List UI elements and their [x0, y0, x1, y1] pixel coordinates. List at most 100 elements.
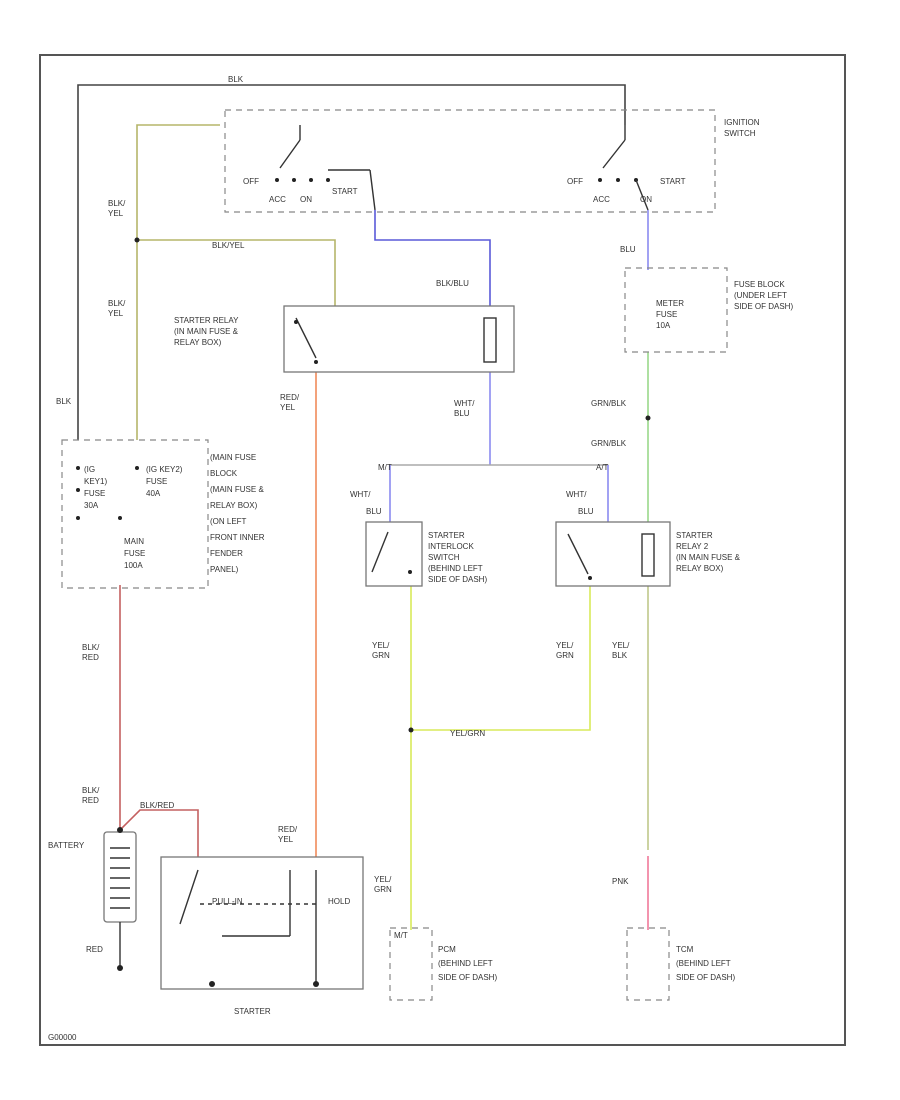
fuse-c-2: FUSE	[124, 549, 145, 558]
label-wire-blk-blu: BLK/BLU	[436, 279, 469, 288]
ignition-switch-box	[224, 109, 716, 213]
label-wire-wht-blu-r-b: BLU	[578, 507, 594, 516]
ignition-left-switch	[275, 125, 376, 211]
tcm-title-2: (BEHIND LEFT	[676, 959, 731, 968]
fuse-dot-2	[76, 488, 80, 492]
label-wire-wht-blu-l-a: WHT/	[350, 490, 371, 499]
battery-label: BATTERY	[48, 841, 85, 850]
footer-code: G00000	[48, 1033, 77, 1042]
fuse-block-title-3: SIDE OF DASH)	[734, 302, 793, 311]
label-wire-blk-red-1b: RED	[82, 653, 99, 662]
interlock-switch-box	[365, 521, 423, 587]
fuse-block-title-1: FUSE BLOCK	[734, 280, 785, 289]
label-wire-blk-red-1a: BLK/	[82, 643, 100, 652]
interlock-title-5: SIDE OF DASH)	[428, 575, 487, 584]
wire-blk-red-h	[119, 809, 199, 858]
fuse-dot-1	[76, 466, 80, 470]
meter-fuse-3: 10A	[656, 321, 671, 330]
wire-yel-grn-right	[411, 585, 591, 731]
ign-l-acc: ACC	[269, 195, 286, 204]
junction-grn-blk	[645, 415, 651, 421]
ign-r-on: ON	[640, 195, 652, 204]
ign-r-start: START	[660, 177, 686, 186]
fuse-dot-5	[135, 466, 139, 470]
fuse-block-title-2: (UNDER LEFT	[734, 291, 787, 300]
main-fuse-title-2: BLOCK	[210, 469, 238, 478]
pull-in-label: PULL-IN	[212, 897, 243, 906]
label-wire-yel-grn-h: YEL/GRN	[450, 729, 485, 738]
ign-l-off: OFF	[243, 177, 259, 186]
pcm-title-2: (BEHIND LEFT	[438, 959, 493, 968]
wire-blk-blu	[374, 210, 491, 310]
label-wire-wht-blu-l-b: BLU	[366, 507, 382, 516]
main-fuse-title-6: FRONT INNER	[210, 533, 265, 542]
label-wire-red-yel-2a: RED/	[278, 825, 298, 834]
pcm-box	[389, 927, 433, 1001]
starter-relay-box	[283, 305, 515, 373]
diagram-frame	[39, 54, 846, 1046]
wire-blk-yel-top	[136, 124, 220, 440]
label-wire-yel-grn-2a: YEL/	[556, 641, 574, 650]
label-wire-blk-yel-2b: YEL	[108, 309, 124, 318]
label-wire-blk-yel-h: BLK/YEL	[212, 241, 245, 250]
interlock-title-4: (BEHIND LEFT	[428, 564, 483, 573]
pcm-title-3: SIDE OF DASH)	[438, 973, 497, 982]
tcm-title-1: TCM	[676, 945, 694, 954]
relay2-title-1: STARTER	[676, 531, 713, 540]
main-fuse-block-box	[61, 439, 209, 589]
fuse-a-2: KEY1)	[84, 477, 107, 486]
hold-label: HOLD	[328, 897, 350, 906]
fuse-dot-3	[76, 516, 80, 520]
junction-blk-yel	[134, 237, 140, 243]
label-wire-blk-left: BLK	[56, 397, 72, 406]
label-wire-blk-red-2a: BLK/	[82, 786, 100, 795]
starter-relay-contacts	[294, 317, 497, 364]
relay2-title-4: RELAY BOX)	[676, 564, 724, 573]
label-wire-blu: BLU	[620, 245, 636, 254]
ignition-right-switch	[598, 125, 649, 211]
label-wire-wht-blu-r-a: WHT/	[566, 490, 587, 499]
starter-relay-title-3: RELAY BOX)	[174, 338, 222, 347]
label-wire-blk-red-h: BLK/RED	[140, 801, 174, 810]
label-wire-wht-blu-b: BLU	[454, 409, 470, 418]
tcm-box	[626, 927, 670, 1001]
label-wire-yel-blk-b: BLK	[612, 651, 628, 660]
ignition-title-2: SWITCH	[724, 129, 756, 138]
fuse-b-3: 40A	[146, 489, 161, 498]
fuse-block-box	[624, 267, 728, 353]
label-wire-at: A/T	[596, 463, 609, 472]
main-fuse-title-8: PANEL)	[210, 565, 239, 574]
label-wire-red-ground: RED	[86, 945, 103, 954]
fuse-a-1: (IG	[84, 465, 95, 474]
fuse-dot-4	[118, 516, 122, 520]
label-wire-red-yel-2b: YEL	[278, 835, 294, 844]
wire-blk-top	[77, 84, 626, 440]
label-wire-yel-grn-1b: GRN	[372, 651, 390, 660]
label-wire-red-yel-b: YEL	[280, 403, 296, 412]
wire-blk-yel-relay	[137, 239, 336, 310]
label-wire-blk-yel-2a: BLK/	[108, 299, 126, 308]
tcm-title-3: SIDE OF DASH)	[676, 973, 735, 982]
pcm-title-1: PCM	[438, 945, 456, 954]
starter-relay-title-2: (IN MAIN FUSE &	[174, 327, 239, 336]
label-wire-wht-blu-a: WHT/	[454, 399, 475, 408]
ignition-title-1: IGNITION	[724, 118, 760, 127]
ign-l-on: ON	[300, 195, 312, 204]
fuse-c-3: 100A	[124, 561, 143, 570]
label-wire-yel-grn-2b: GRN	[556, 651, 574, 660]
label-wire-blk-top: BLK	[228, 75, 244, 84]
fuse-b-1: (IG KEY2)	[146, 465, 183, 474]
starter-box	[160, 856, 364, 990]
interlock-switch-contacts	[371, 531, 412, 574]
label-wire-grn-blk-1: GRN/BLK	[591, 399, 627, 408]
meter-fuse-1: METER	[656, 299, 684, 308]
relay2-title-2: RELAY 2	[676, 542, 709, 551]
junction-battery	[117, 827, 123, 833]
main-fuse-title-5: (ON LEFT	[210, 517, 247, 526]
relay2-title-3: (IN MAIN FUSE &	[676, 553, 741, 562]
starter-label: STARTER	[234, 1007, 271, 1016]
label-wire-yel-blk-a: YEL/	[612, 641, 630, 650]
fuse-b-2: FUSE	[146, 477, 167, 486]
fuse-a-3: FUSE	[84, 489, 105, 498]
label-wire-red-yel-a: RED/	[280, 393, 300, 402]
